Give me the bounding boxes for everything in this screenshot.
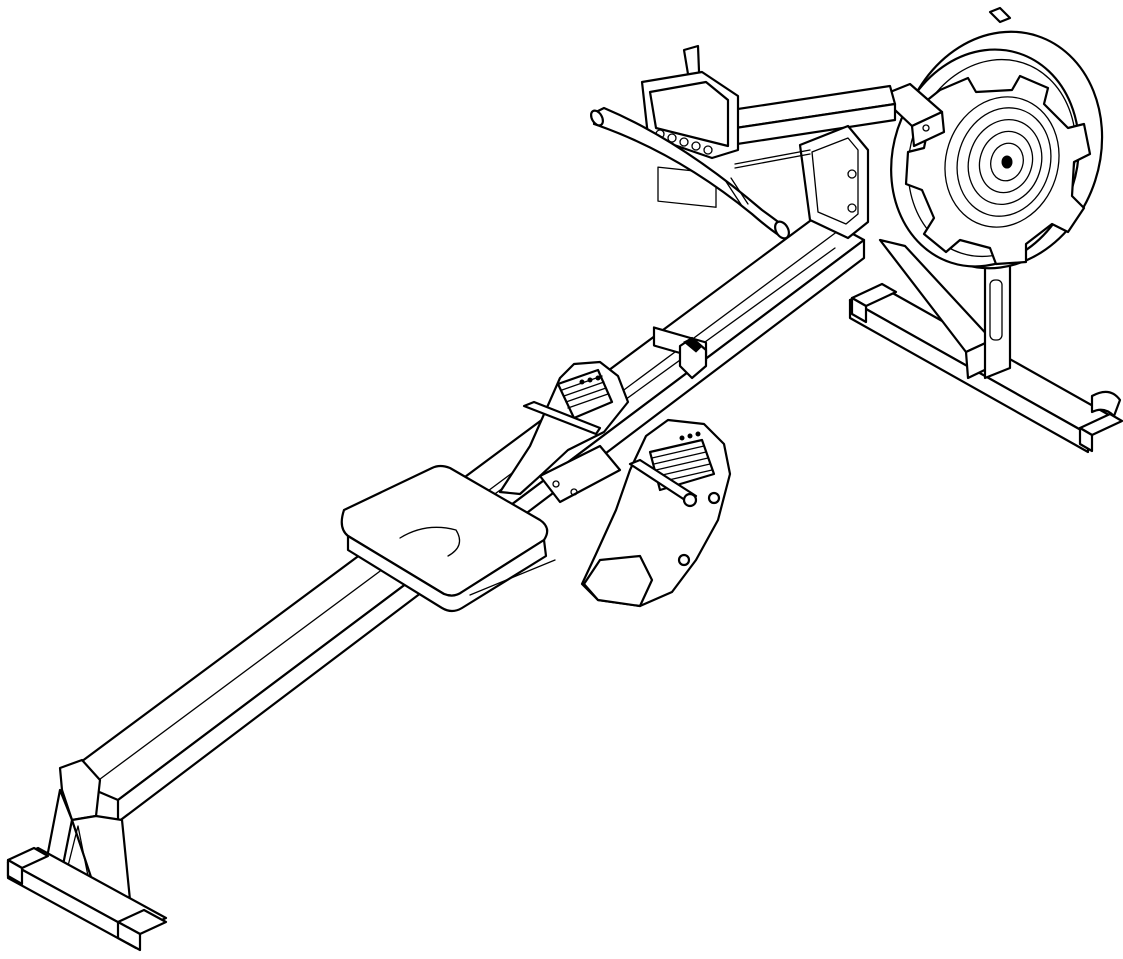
chain-housing [734,124,870,240]
monitor [640,44,740,208]
footrest-bracket [538,444,622,504]
seat [340,464,556,613]
rear-stabilizer [6,846,168,952]
footrest-right [580,418,732,608]
front-stabilizer [848,238,1123,454]
monitor-arm [716,84,897,148]
footrest-left [498,360,630,496]
rail-knob [678,336,708,380]
flywheel [878,6,1104,270]
